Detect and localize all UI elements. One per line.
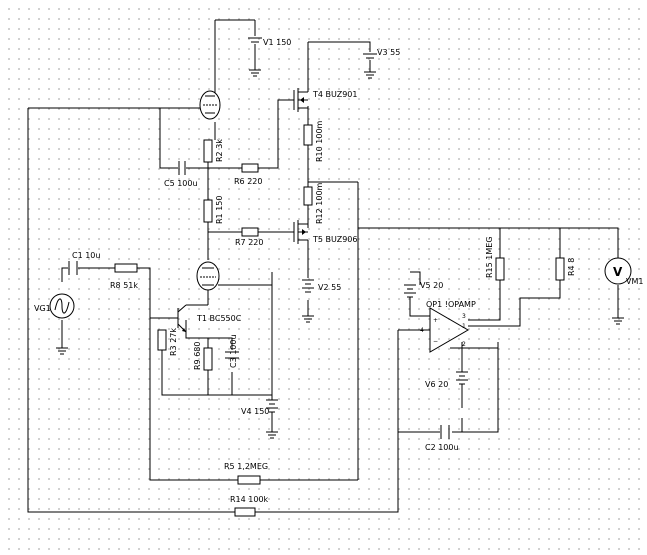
r8-label: R8 51k: [110, 281, 138, 290]
r3-resistor[interactable]: R3 27k: [157, 328, 178, 356]
r7-resistor[interactable]: R7 220: [235, 227, 263, 247]
c1-capacitor[interactable]: C1 10u: [68, 251, 100, 275]
c2-capacitor[interactable]: C2 100u: [425, 425, 459, 452]
r10-label: R10 100m: [315, 120, 324, 162]
r9-resistor[interactable]: R9 680: [193, 342, 213, 371]
op1-opamp[interactable]: + − 3 1 2 4 OP1 !OPAMP: [420, 300, 476, 353]
t5-mosfet[interactable]: T5 BUZ906: [288, 220, 357, 248]
v6-battery[interactable]: V6 20: [425, 371, 468, 395]
v3-battery[interactable]: V3 55: [363, 48, 400, 79]
r10-resistor[interactable]: R10 100m: [303, 120, 324, 162]
t4-label: T4 BUZ901: [312, 90, 357, 99]
c1-label: C1 10u: [72, 251, 100, 260]
vm1-voltmeter[interactable]: V VM1: [604, 257, 643, 325]
t1-transistor[interactable]: T1 BC550C: [170, 304, 242, 333]
r14-label: R14 100k: [230, 495, 269, 504]
r2-resistor[interactable]: R2 3k: [203, 139, 224, 163]
r9-label: R9 680: [193, 342, 202, 370]
r5-label: R5 1,2MEG: [224, 462, 268, 471]
r1-resistor[interactable]: R1 150: [203, 196, 224, 224]
pin-2: 2: [462, 341, 466, 348]
v3-label: V3 55: [377, 48, 400, 57]
r5-resistor[interactable]: R5 1,2MEG: [224, 462, 268, 485]
c5-capacitor[interactable]: C5 100u: [164, 161, 198, 188]
tube-1[interactable]: [199, 90, 221, 120]
t1-label: T1 BC550C: [196, 314, 242, 323]
c3-capacitor[interactable]: C3 100u: [225, 334, 239, 368]
c5-label: C5 100u: [164, 179, 198, 188]
c2-label: C2 100u: [425, 443, 459, 452]
svg-text:−: −: [433, 338, 438, 345]
v4-label: V4 150: [241, 407, 269, 416]
r4-resistor[interactable]: R4 8: [555, 257, 576, 281]
v6-label: V6 20: [425, 380, 448, 389]
vg1-label: VG1: [34, 304, 51, 313]
r6-resistor[interactable]: R6 220: [234, 163, 262, 186]
v5-label: V5 20: [420, 281, 443, 290]
r8-resistor[interactable]: R8 51k: [110, 263, 138, 290]
r12-resistor[interactable]: R12 100m: [303, 182, 324, 224]
t4-mosfet[interactable]: T4 BUZ901: [288, 86, 357, 114]
vg1-generator[interactable]: VG1: [34, 293, 75, 355]
r1-label: R1 150: [215, 196, 224, 224]
v4-battery[interactable]: V4 150: [241, 399, 278, 439]
v2-label: V2 55: [318, 283, 341, 292]
pin-1: 1: [462, 323, 466, 330]
v1-battery[interactable]: V1 150: [248, 20, 291, 77]
r15-label: R15 1MEG: [485, 236, 494, 278]
v2-battery[interactable]: V2 55: [302, 279, 341, 323]
v1-label: V1 150: [263, 38, 291, 47]
r12-label: R12 100m: [315, 182, 324, 224]
voltmeter-symbol: V: [613, 265, 623, 279]
tube-2[interactable]: [196, 261, 220, 291]
op1-label: OP1 !OPAMP: [426, 300, 476, 309]
wires: [27, 19, 619, 513]
t5-label: T5 BUZ906: [312, 235, 357, 244]
r15-resistor[interactable]: R15 1MEG: [485, 236, 505, 281]
r4-label: R4 8: [567, 258, 576, 276]
r6-label: R6 220: [234, 177, 262, 186]
pin-4: 4: [420, 327, 424, 334]
r7-label: R7 220: [235, 238, 263, 247]
pin-3: 3: [462, 313, 466, 320]
r14-resistor[interactable]: R14 100k: [230, 495, 269, 517]
r3-label: R3 27k: [169, 328, 178, 356]
svg-text:+: +: [433, 317, 438, 324]
v5-battery[interactable]: V5 20: [404, 281, 443, 305]
c3-label: C3 100u: [229, 334, 238, 368]
vm1-label: VM1: [626, 277, 643, 286]
r2-label: R2 3k: [215, 139, 224, 162]
